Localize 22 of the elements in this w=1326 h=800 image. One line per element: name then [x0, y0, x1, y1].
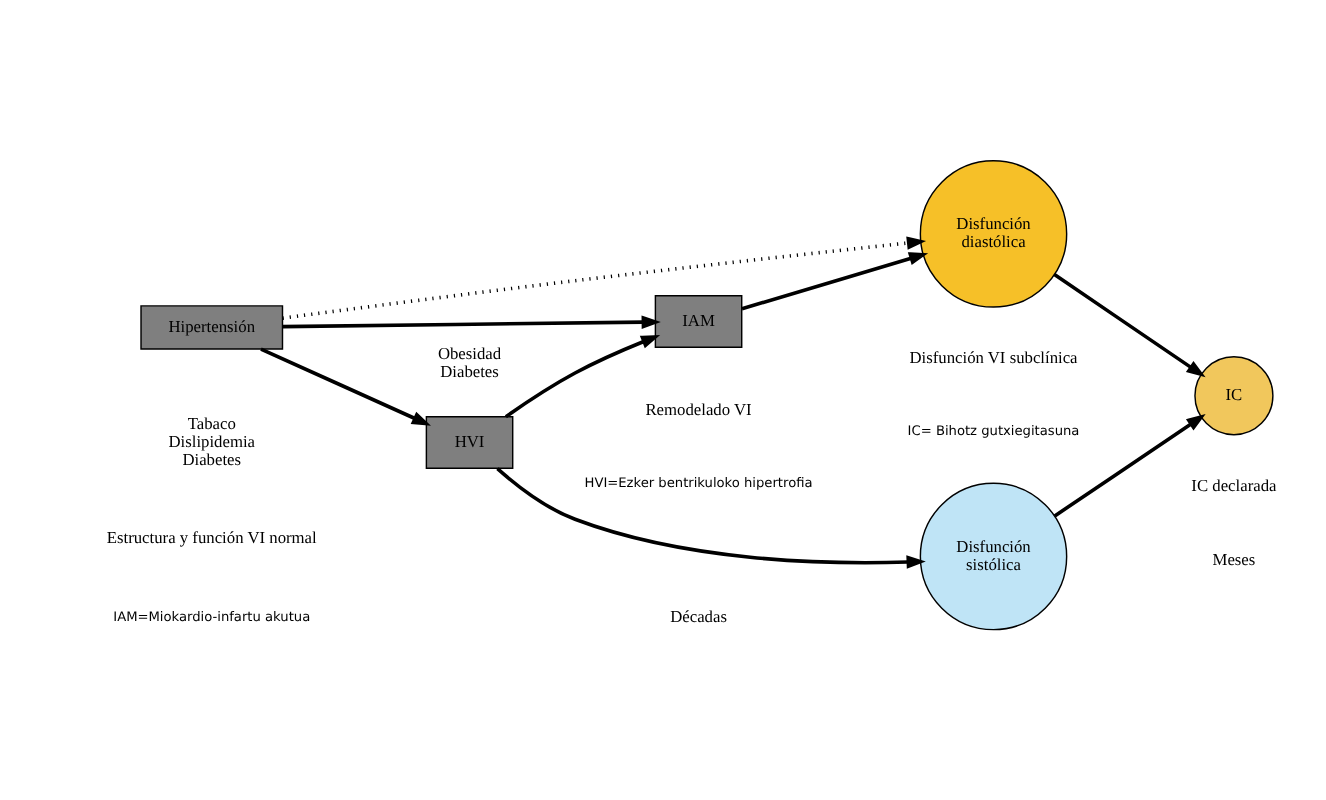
arrow — [1053, 414, 1206, 518]
arrow — [282, 315, 661, 329]
arrow — [741, 252, 929, 311]
label: Décadas — [670, 608, 727, 627]
label: Remodelado VI — [645, 400, 752, 419]
arrow — [496, 467, 926, 569]
node-box: Hipertensión — [140, 305, 284, 350]
node-circle: Disfunción sistólica — [919, 482, 1068, 631]
label: Disfunción VI subclínica — [909, 349, 1078, 368]
label: Obesidad Diabetes — [437, 344, 502, 381]
label: Estructura y función VI normal — [106, 528, 317, 547]
label: Tabaco Dislipidemia Diabetes — [168, 415, 256, 469]
node-box: HVI — [425, 416, 514, 470]
arrow — [282, 236, 927, 320]
node-circle: Disfunción diastólica — [919, 160, 1068, 308]
arrow — [1053, 273, 1206, 378]
node-circle: IC — [1194, 356, 1274, 436]
label: Meses — [1212, 550, 1256, 569]
label: IC declarada — [1191, 477, 1277, 496]
arrow — [260, 347, 431, 426]
arrow — [504, 335, 661, 419]
node-box: IAM — [654, 294, 743, 348]
